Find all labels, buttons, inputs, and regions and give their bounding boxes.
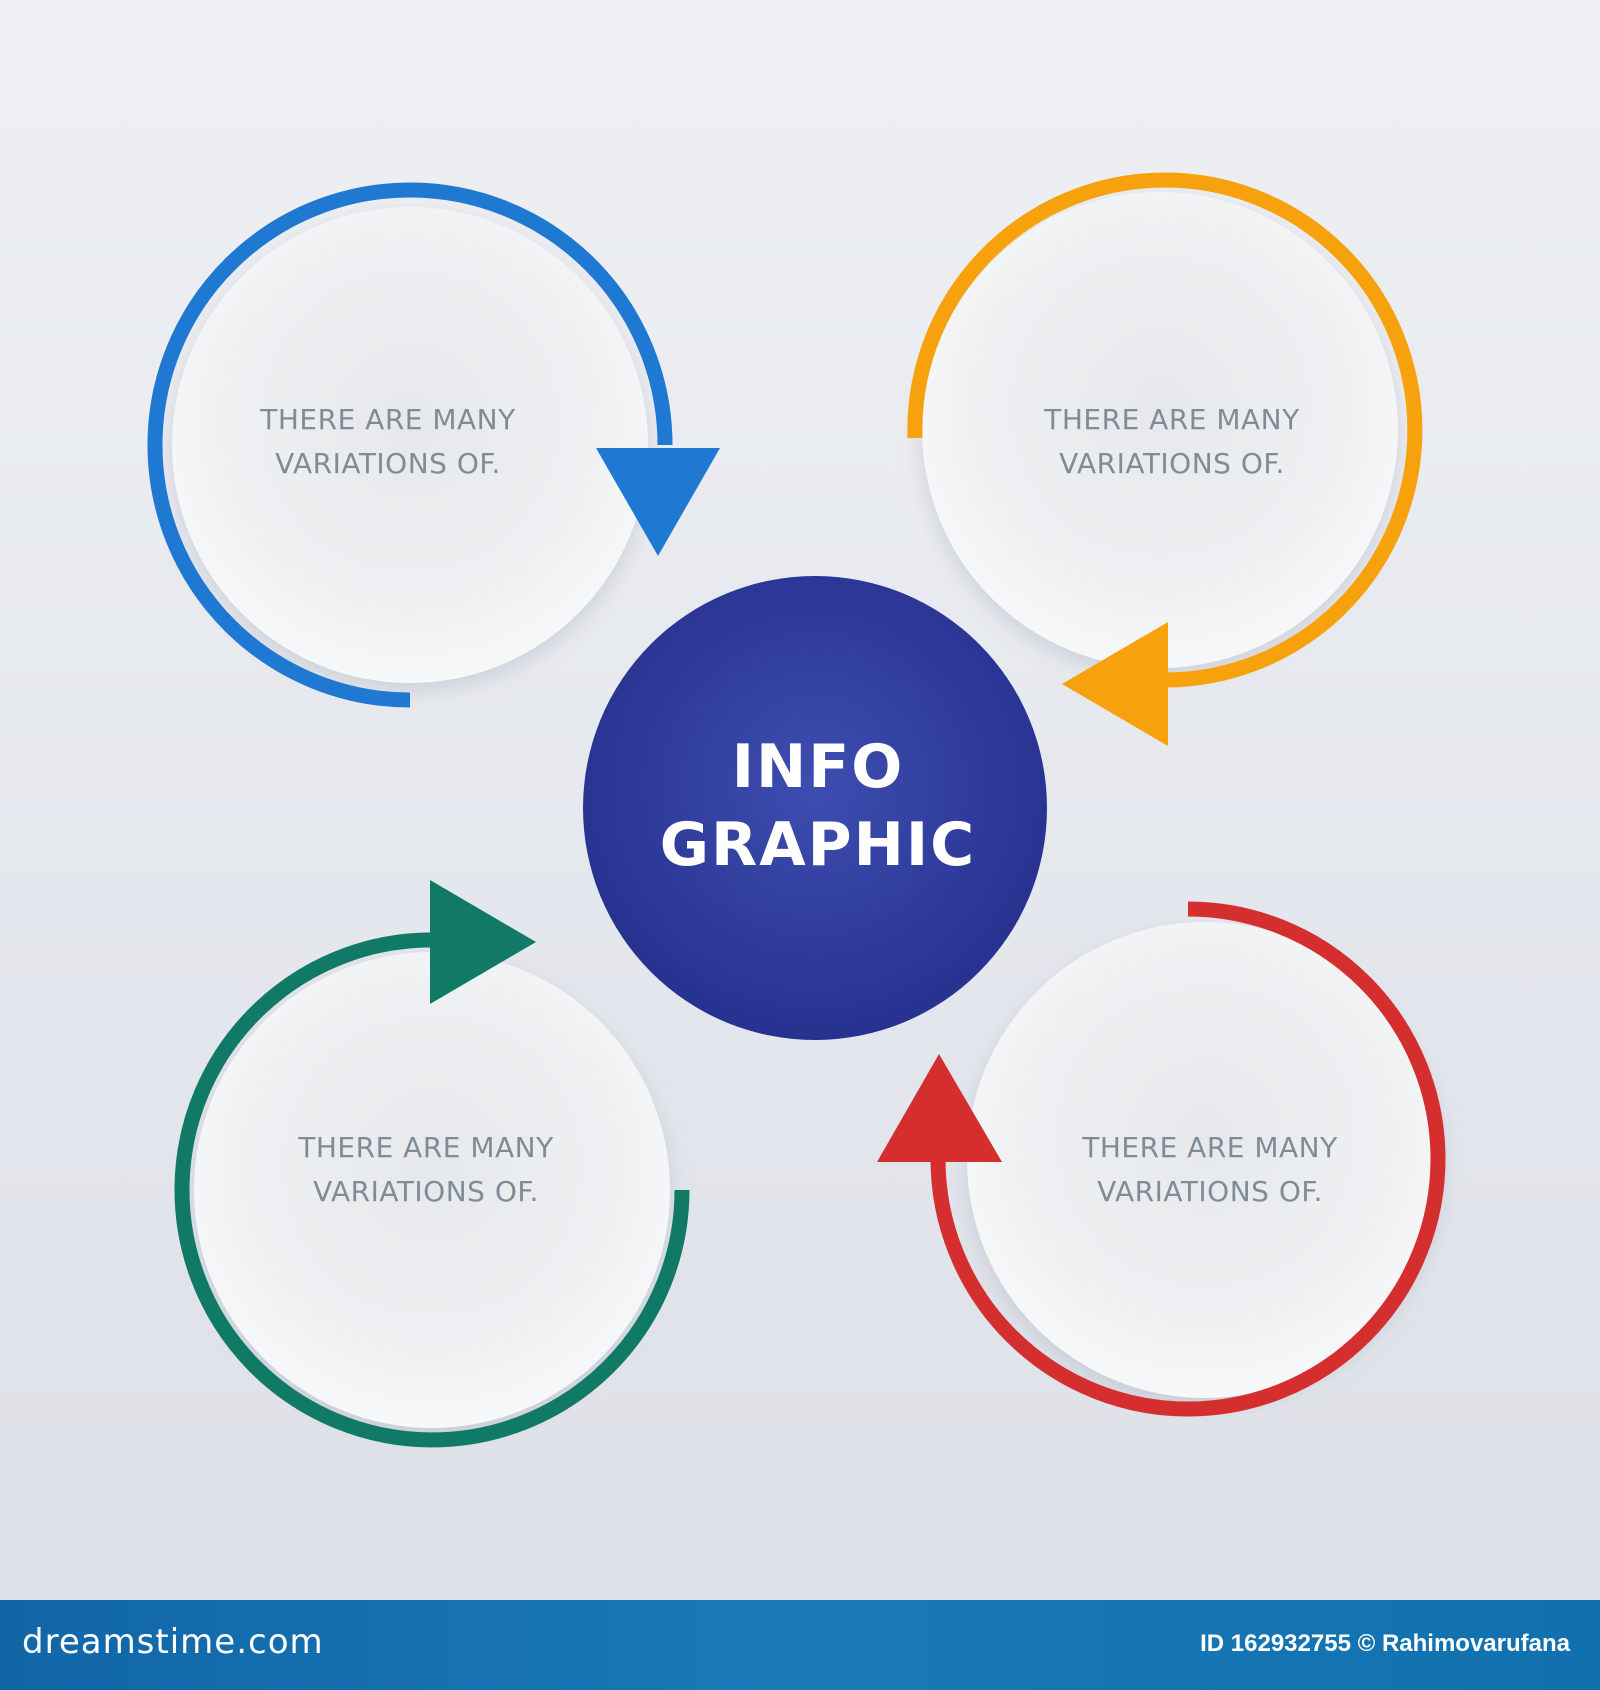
node-text-top-left: THERE ARE MANY VARIATIONS OF. bbox=[218, 398, 558, 486]
arrow-head-bottom-left bbox=[430, 880, 536, 1004]
arc-bottom-right bbox=[930, 901, 1446, 1417]
arc-top-left bbox=[147, 182, 673, 708]
arrow-head-bottom-right bbox=[877, 1054, 1002, 1162]
arrow-head-top-left bbox=[596, 448, 720, 556]
diagram-canvas bbox=[147, 172, 1446, 1448]
center-title-line1: INFO bbox=[731, 732, 905, 802]
node-text-line1: THERE ARE MANY bbox=[1082, 1131, 1338, 1164]
node-text-line1: THERE ARE MANY bbox=[1044, 403, 1300, 436]
arc-top-right bbox=[907, 172, 1423, 688]
arc-bottom-left bbox=[174, 932, 690, 1448]
node-text-bottom-left: THERE ARE MANY VARIATIONS OF. bbox=[256, 1126, 596, 1214]
node-text-line2: VARIATIONS OF. bbox=[313, 1175, 539, 1208]
arrow-head-top-right bbox=[1062, 622, 1168, 746]
node-text-bottom-right: THERE ARE MANY VARIATIONS OF. bbox=[1040, 1126, 1380, 1214]
node-text-line2: VARIATIONS OF. bbox=[1059, 447, 1285, 480]
center-circle bbox=[583, 576, 1047, 1040]
footer-site-link[interactable]: dreamstime.com bbox=[22, 1622, 324, 1662]
node-text-line2: VARIATIONS OF. bbox=[1097, 1175, 1323, 1208]
node-text-line1: THERE ARE MANY bbox=[298, 1131, 554, 1164]
node-text-top-right: THERE ARE MANY VARIATIONS OF. bbox=[1002, 398, 1342, 486]
node-disc-top-right bbox=[922, 192, 1398, 668]
center-title: INFO GRAPHIC bbox=[588, 728, 1048, 884]
footer-bar: dreamstime.com ID 162932755 © Rahimovaru… bbox=[0, 1600, 1600, 1690]
node-disc-top-left bbox=[172, 207, 648, 683]
node-text-line1: THERE ARE MANY bbox=[260, 403, 516, 436]
node-text-line2: VARIATIONS OF. bbox=[275, 447, 501, 480]
node-disc-bottom-right bbox=[967, 922, 1443, 1398]
node-disc-bottom-left bbox=[194, 952, 670, 1428]
center-title-line2: GRAPHIC bbox=[659, 810, 977, 880]
footer-credit: ID 162932755 © Rahimovarufana bbox=[1200, 1630, 1570, 1657]
